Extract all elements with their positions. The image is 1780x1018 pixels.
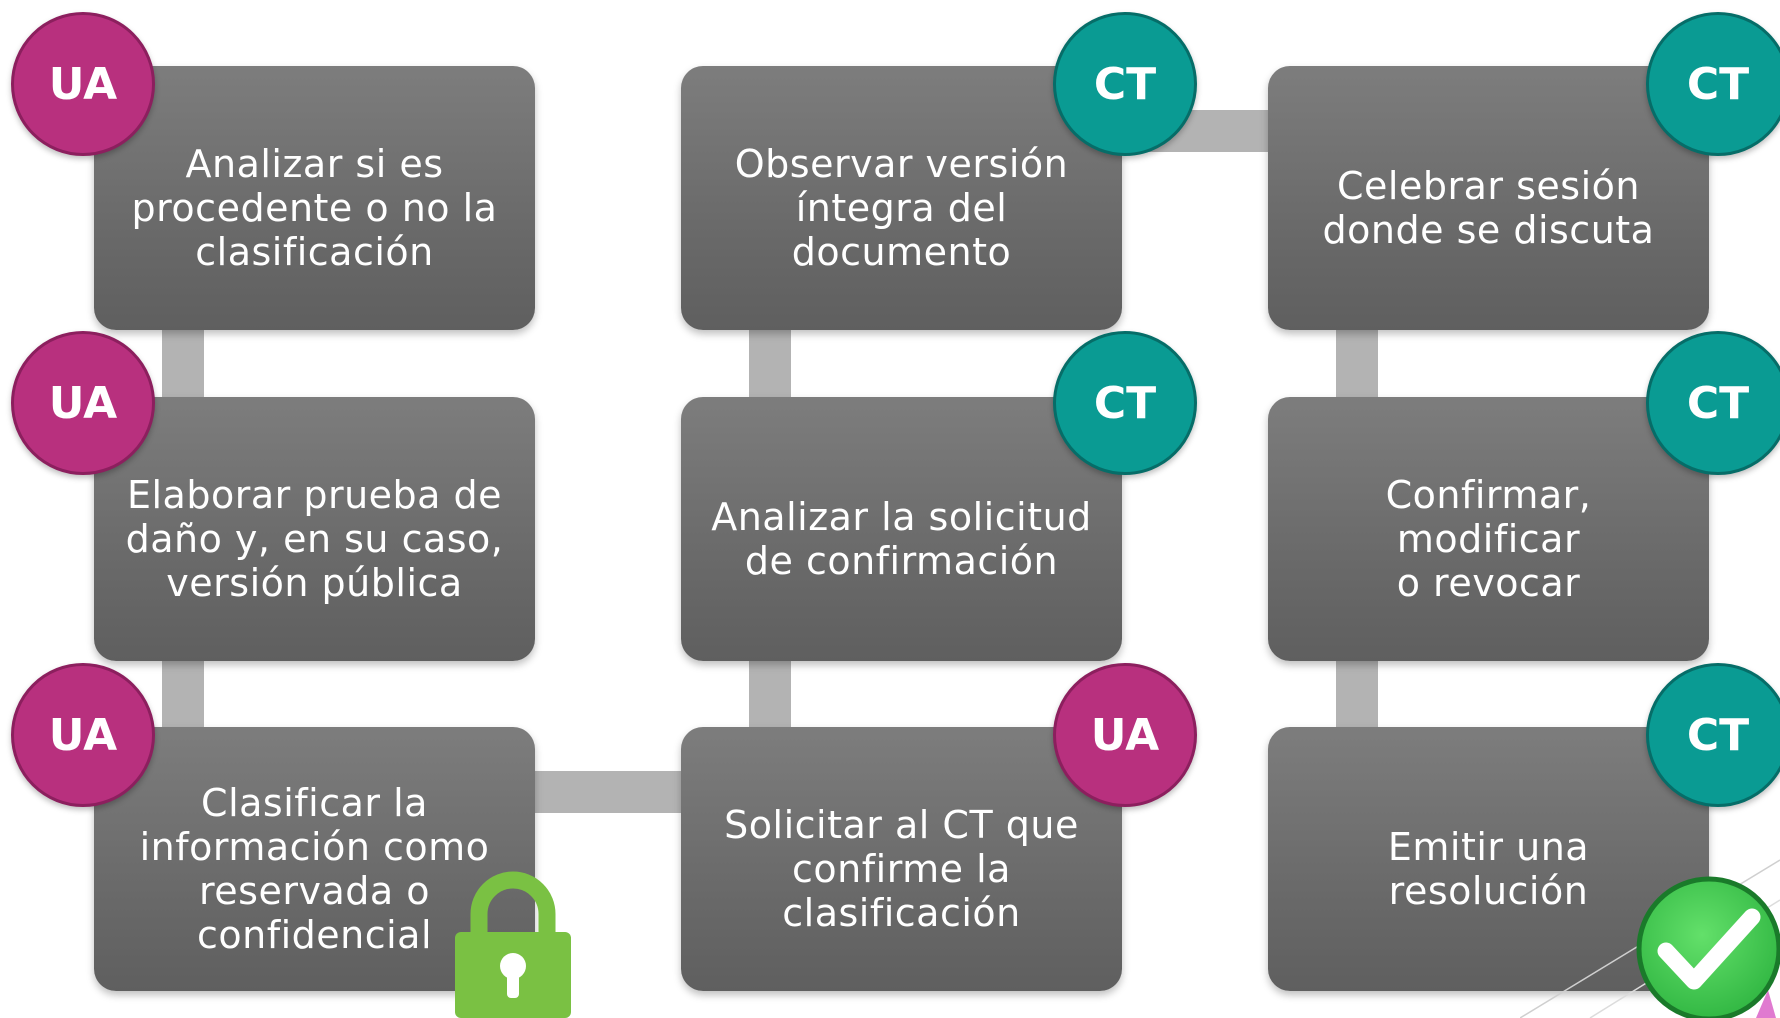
step-card-7: Celebrar sesión donde se discuta xyxy=(1268,66,1709,330)
badge-label: UA xyxy=(1090,709,1160,761)
connector xyxy=(162,320,204,400)
lock-icon xyxy=(455,871,571,1018)
badge-label: UA xyxy=(48,709,118,761)
step-text: Analizar la solicitud de confirmación xyxy=(711,495,1092,583)
role-badge: CT xyxy=(1646,12,1780,156)
badge-label: UA xyxy=(48,58,118,110)
badge-label: CT xyxy=(1093,377,1157,429)
step-card-1: Analizar si es procedente o no la clasif… xyxy=(94,66,535,330)
step-text: Clasificar la información como reservada… xyxy=(139,781,490,957)
role-badge: CT xyxy=(1646,663,1780,807)
badge-label: UA xyxy=(48,377,118,429)
badge-label: CT xyxy=(1686,377,1750,429)
checkmark-icon xyxy=(1636,876,1780,1018)
badge-label: CT xyxy=(1093,58,1157,110)
connector xyxy=(1336,320,1378,400)
step-card-6: Observar versión íntegra del documento xyxy=(681,66,1122,330)
step-card-8: Confirmar, modificar o revocar xyxy=(1268,397,1709,661)
step-text: Analizar si es procedente o no la clasif… xyxy=(131,142,498,274)
role-badge: UA xyxy=(11,12,155,156)
badge-label: CT xyxy=(1686,709,1750,761)
step-text: Celebrar sesión donde se discuta xyxy=(1322,164,1655,252)
connector xyxy=(162,650,204,730)
role-badge: UA xyxy=(11,663,155,807)
step-text: Observar versión íntegra del documento xyxy=(734,142,1069,274)
step-card-4: Solicitar al CT que confirme la clasific… xyxy=(681,727,1122,991)
connector xyxy=(520,771,685,813)
step-card-5: Analizar la solicitud de confirmación xyxy=(681,397,1122,661)
connector xyxy=(1336,650,1378,730)
step-text: Elaborar prueba de daño y, en su caso, v… xyxy=(125,473,504,605)
role-badge: CT xyxy=(1053,12,1197,156)
step-text: Solicitar al CT que confirme la clasific… xyxy=(724,803,1079,935)
badge-label: CT xyxy=(1686,58,1750,110)
role-badge: CT xyxy=(1053,331,1197,475)
connector xyxy=(749,320,791,400)
connector xyxy=(749,650,791,730)
step-text: Confirmar, modificar o revocar xyxy=(1385,473,1592,605)
role-badge: UA xyxy=(11,331,155,475)
step-card-3: Clasificar la información como reservada… xyxy=(94,727,535,991)
step-text: Emitir una resolución xyxy=(1387,825,1590,913)
role-badge: UA xyxy=(1053,663,1197,807)
role-badge: CT xyxy=(1646,331,1780,475)
step-card-2: Elaborar prueba de daño y, en su caso, v… xyxy=(94,397,535,661)
